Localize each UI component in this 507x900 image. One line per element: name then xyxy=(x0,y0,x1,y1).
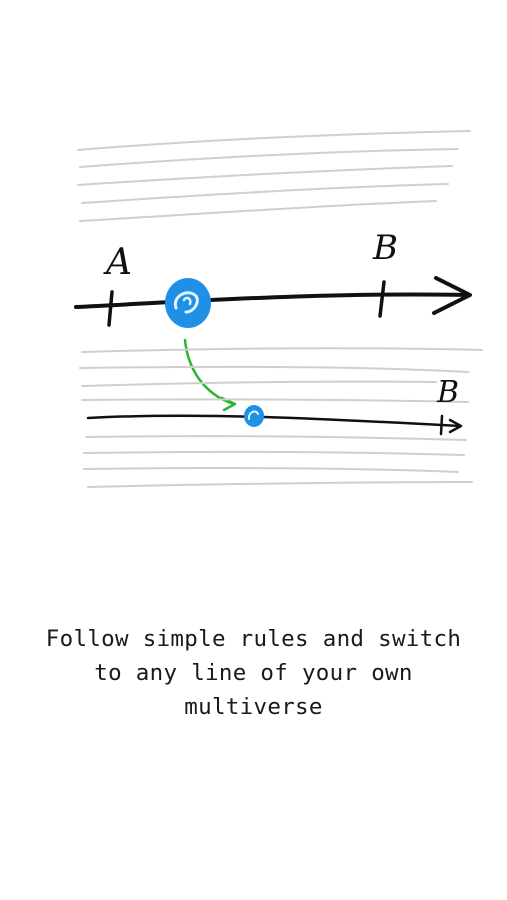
label-b-lower: B xyxy=(436,375,459,410)
paper-line xyxy=(81,380,437,387)
label-b: B xyxy=(372,228,398,268)
caption-line-1: Follow simple rules and switch xyxy=(45,626,462,652)
paper-line xyxy=(87,481,473,488)
lower-paper-lines xyxy=(79,347,483,488)
paper-line xyxy=(79,365,469,373)
new-position-dot xyxy=(244,405,264,427)
upper-paper-lines xyxy=(77,130,471,222)
caption-line-2: to any line of your own xyxy=(94,660,413,686)
paper-line xyxy=(81,347,483,353)
current-position-dot xyxy=(165,278,211,328)
upper-timeline-line xyxy=(74,292,470,309)
paper-line xyxy=(79,200,437,222)
paper-line xyxy=(79,148,459,168)
paper-line xyxy=(77,165,453,186)
paper-line xyxy=(85,435,467,441)
paper-line xyxy=(83,450,465,456)
tick-b-lower xyxy=(439,414,444,436)
paper-line xyxy=(81,398,469,403)
tick-b xyxy=(378,280,386,318)
lower-timeline-line xyxy=(86,414,462,428)
paper-line xyxy=(81,183,449,204)
label-a: A xyxy=(103,242,132,283)
onboarding-caption: Follow simple rules and switch to any li… xyxy=(20,622,487,724)
multiverse-illustration: A B B xyxy=(74,130,483,488)
paper-line xyxy=(83,467,459,473)
tick-a xyxy=(107,290,114,327)
lower-timeline-arrowhead xyxy=(448,418,463,434)
caption-line-3: multiverse xyxy=(184,694,323,720)
upper-timeline-arrowhead xyxy=(432,276,472,315)
lower-timeline: B xyxy=(86,375,463,436)
upper-timeline: A B xyxy=(74,228,472,327)
paper-line xyxy=(77,130,471,151)
